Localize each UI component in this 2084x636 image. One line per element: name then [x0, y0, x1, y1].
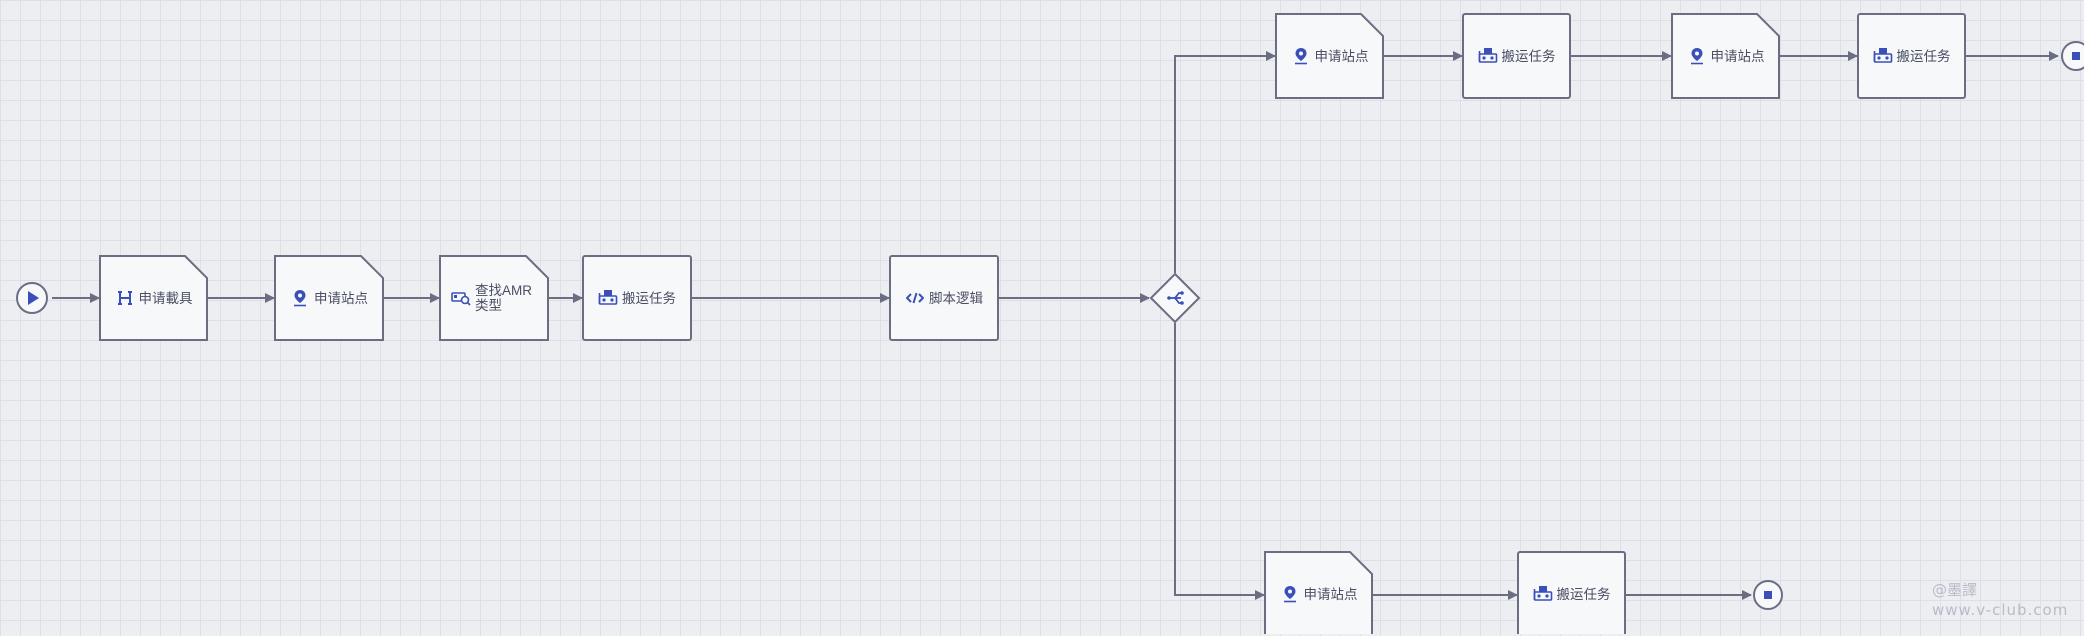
location-pin-icon — [290, 288, 310, 308]
watermark-author: @墨譯 — [1932, 581, 1978, 599]
node-label-text: 脚本逻辑 — [929, 290, 983, 306]
end-event-bottom[interactable] — [1753, 580, 1783, 610]
code-icon — [905, 288, 925, 308]
node-label-text: 申请站点 — [1303, 586, 1358, 602]
task-shapes — [99, 13, 1966, 634]
node-shape-find-amr — [439, 255, 549, 341]
node-apply-station-1[interactable]: 申请站点 — [275, 256, 383, 340]
node-label-text: 搬运任务 — [1896, 48, 1951, 64]
node-shape-bottom-transport — [1517, 551, 1626, 634]
node-shape-apply-station-1 — [274, 255, 384, 341]
node-label-text: 申请站点 — [1314, 48, 1369, 64]
node-bottom-apply-station[interactable]: 申请站点 — [1265, 552, 1372, 636]
node-shape-top-transport-1 — [1462, 13, 1571, 99]
node-top-transport-1[interactable]: 搬运任务 — [1463, 14, 1570, 98]
node-transport-1[interactable]: 搬运任务 — [583, 256, 691, 340]
vehicle-icon — [115, 288, 135, 308]
edge-gateway-to-bottom-branch — [1174, 323, 1265, 600]
location-pin-icon — [1687, 46, 1707, 66]
node-shape-top-station-2 — [1671, 13, 1780, 99]
transport-icon — [1533, 584, 1553, 604]
node-top-transport-2[interactable]: 搬运任务 — [1858, 14, 1965, 98]
node-label-text: 查找AMR类型 — [475, 283, 532, 313]
play-icon — [28, 291, 39, 305]
node-label-text: 搬运任务 — [1501, 48, 1556, 64]
node-shape-top-transport-2 — [1857, 13, 1966, 99]
transport-icon — [1478, 46, 1498, 66]
branch-icon — [1167, 291, 1184, 305]
end-event-top[interactable] — [2061, 41, 2084, 71]
edges — [52, 51, 2059, 600]
node-top-apply-station-1[interactable]: 申请站点 — [1276, 14, 1383, 98]
node-top-apply-station-2[interactable]: 申请站点 — [1672, 14, 1779, 98]
node-label-text: 搬运任务 — [1556, 586, 1611, 602]
watermark-url: www.v-club.com — [1932, 601, 2069, 619]
stop-icon — [2072, 52, 2080, 60]
location-pin-icon — [1280, 584, 1300, 604]
node-shape-script-logic — [889, 255, 999, 341]
node-label-text: 搬运任务 — [622, 290, 676, 306]
node-label-text: 申请載具 — [138, 290, 193, 306]
stop-icon — [1764, 591, 1772, 599]
node-shape-bottom-station — [1264, 551, 1373, 634]
node-label-text: 申请站点 — [1710, 48, 1765, 64]
location-pin-icon — [1291, 46, 1311, 66]
node-shape-apply-vehicle — [99, 255, 208, 341]
transport-icon — [1873, 46, 1893, 66]
edge-gateway-to-top-branch — [1174, 51, 1276, 273]
node-shape-top-station-1 — [1275, 13, 1384, 99]
node-label-text: 申请站点 — [314, 290, 368, 306]
watermark: @墨譯 www.v-club.com — [1932, 580, 2068, 620]
node-script-logic[interactable]: 脚本逻辑 — [890, 256, 998, 340]
node-find-amr[interactable]: 查找AMR类型 — [440, 256, 548, 340]
transport-icon — [598, 288, 618, 308]
gateway[interactable] — [1149, 272, 1201, 324]
start-event[interactable] — [16, 282, 48, 314]
node-shape-transport-1 — [582, 255, 692, 341]
search-amr-icon — [451, 288, 471, 308]
node-apply-vehicle[interactable]: 申请載具 — [100, 256, 207, 340]
node-bottom-transport[interactable]: 搬运任务 — [1518, 552, 1625, 636]
